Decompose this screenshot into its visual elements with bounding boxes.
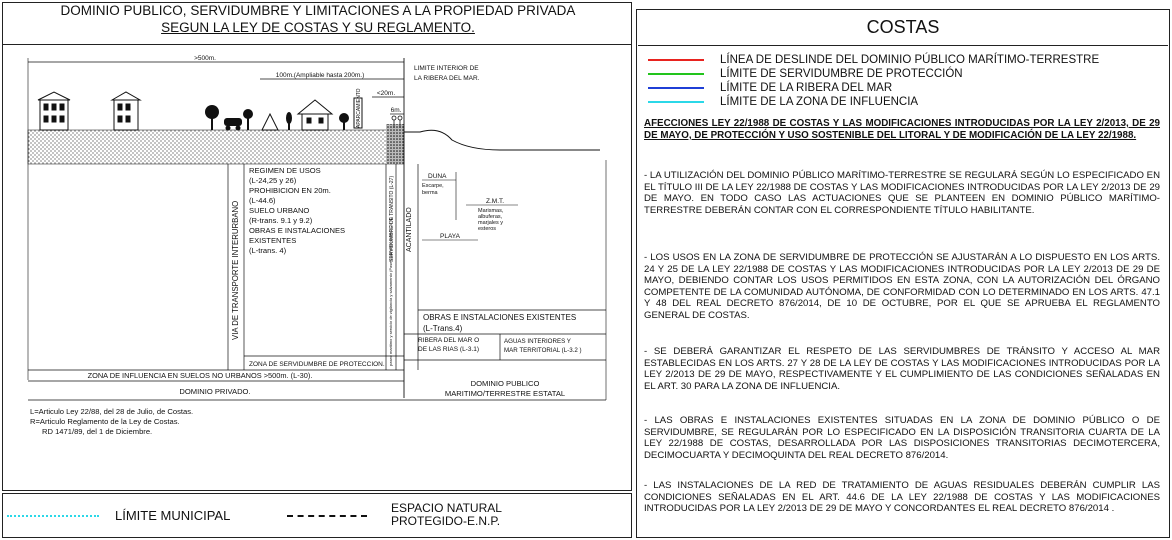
regimen-line: (R-trans. 9.1 y 9.2) bbox=[249, 216, 313, 225]
marismas-line: Marismas, bbox=[478, 208, 504, 214]
zona-influencia-label: ZONA DE INFLUENCIA EN SUELOS NO URBANOS … bbox=[88, 371, 313, 380]
tree-icon bbox=[243, 109, 253, 130]
municipal-label: LÍMITE MUNICIPAL bbox=[115, 508, 231, 523]
enp-line: PROTEGIDO-E.N.P. bbox=[391, 514, 501, 528]
enp-line-swatch bbox=[287, 515, 367, 517]
left-panel bbox=[2, 2, 632, 491]
legend-row-servidumbre: LÍMITE DE SERVIDUMBRE DE PROTECCIÓN bbox=[648, 68, 963, 80]
zona-servidumbre-label: ZONA DE SERVIDUMBRE DE PROTECCION. bbox=[249, 361, 385, 368]
zmt-label: Z.M.T. bbox=[486, 198, 504, 205]
regimen-line: OBRAS E INSTALACIONES bbox=[249, 226, 345, 235]
paseo-label: paseo maritimo y servicio de vigilancia … bbox=[388, 217, 393, 366]
regimen-line: (L-24,25 y 26) bbox=[249, 176, 297, 185]
marismas-line: esteros bbox=[478, 226, 496, 232]
person-icon bbox=[391, 115, 403, 128]
dominio-privado-label: DOMINIO PRIVADO. bbox=[179, 387, 250, 396]
legend-row-influencia: LÍMITE DE LA ZONA DE INFLUENCIA bbox=[648, 96, 918, 108]
ground-band bbox=[27, 129, 405, 165]
paragraph: - SE DEBERÁ GARANTIZAR EL RESPETO DE LAS… bbox=[644, 346, 1160, 392]
legend-swatch bbox=[648, 86, 704, 89]
enp-label: ESPACIO NATURAL PROTEGIDO-E.N.P. bbox=[391, 502, 502, 528]
paragraph: - LA UTILIZACIÓN DEL DOMINIO PÚBLICO MAR… bbox=[644, 170, 1160, 216]
enp-line: ESPACIO NATURAL bbox=[391, 501, 502, 515]
ribera-line: RIBERA DEL MAR O bbox=[418, 337, 479, 344]
ribera-line: DE LAS RIAS (L-3.1) bbox=[418, 346, 479, 353]
obras-existentes-line: OBRAS E INSTALACIONES EXISTENTES bbox=[423, 313, 576, 322]
legend-row-deslinde: LÍNEA DE DESLINDE DEL DOMINIO PÚBLICO MA… bbox=[648, 54, 1099, 66]
left-title-line1: DOMINIO PUBLICO, SERVIDUMBRE Y LIMITACIO… bbox=[60, 3, 576, 18]
dim-100: 100m.(Ampliable hasta 200m.) bbox=[276, 72, 365, 79]
regimen-line: SUELO URBANO bbox=[249, 206, 309, 215]
escarpe-line: Escarpe, bbox=[422, 183, 444, 189]
footnote: L=Articulo Ley 22/88, del 28 de Julio, d… bbox=[30, 407, 194, 416]
tree-icon bbox=[339, 113, 349, 130]
bottom-legend: LÍMITE MUNICIPAL ESPACIO NATURAL PROTEGI… bbox=[2, 493, 632, 538]
legend-swatch bbox=[648, 58, 704, 61]
legend-label: LÍMITE DE LA RIBERA DEL MAR bbox=[720, 82, 893, 94]
dim-6: 6m. bbox=[391, 107, 402, 114]
acantilado-label: ACANTILADO bbox=[406, 207, 413, 252]
regimen-line: EXISTENTES bbox=[249, 236, 296, 245]
left-title-divider bbox=[2, 44, 632, 45]
limite-interior-1: LIMITE INTERIOR DE bbox=[414, 65, 479, 72]
aguas-line: AGUAS INTERIORES Y bbox=[504, 338, 571, 345]
left-title-line2: SEGUN LA LEY DE COSTAS Y SU REGLAMENTO. bbox=[161, 20, 475, 35]
car-icon bbox=[224, 118, 242, 131]
regimen-line: PROHIBICION EN 20m. bbox=[249, 186, 331, 195]
afecciones-heading: AFECCIONES LEY 22/1988 DE COSTAS Y LAS M… bbox=[644, 118, 1160, 141]
escarpe-line: berma bbox=[422, 190, 439, 196]
marismas-line: marjales y bbox=[478, 220, 503, 226]
footnote: RD 1471/89, del 1 de Diciembre. bbox=[42, 427, 153, 436]
right-panel bbox=[636, 9, 1170, 538]
dim-500: >500m. bbox=[194, 55, 216, 62]
paragraph: - LAS INSTALACIONES DE LA RED DE TRATAMI… bbox=[644, 480, 1160, 515]
duna-label: DUNA bbox=[428, 173, 447, 180]
footnote: R=Articulo Reglamento de la Ley de Costa… bbox=[30, 417, 180, 426]
sign-icon bbox=[353, 97, 363, 129]
house-icon bbox=[296, 99, 334, 131]
legend-label: LÍMITE DE LA ZONA DE INFLUENCIA bbox=[720, 96, 919, 108]
building-icon bbox=[110, 91, 142, 131]
dominio-publico-line: DOMINIO PUBLICO bbox=[471, 379, 540, 388]
limite-interior-2: LA RIBERA DEL MAR. bbox=[414, 75, 480, 82]
dominio-publico-line: MARITIMO/TERRESTRE ESTATAL bbox=[445, 389, 565, 398]
dim-20: <20m. bbox=[377, 90, 395, 97]
municipal-line-swatch bbox=[7, 515, 99, 517]
legend-row-ribera: LÍMITE DE LA RIBERA DEL MAR bbox=[648, 82, 892, 94]
playa-label: PLAYA bbox=[440, 233, 461, 240]
tree-icon bbox=[205, 105, 219, 130]
legend-swatch bbox=[648, 100, 704, 103]
legend-swatch bbox=[648, 72, 704, 75]
via-label: VIA DE TRANSPORTE INTERURBANO bbox=[231, 201, 240, 340]
obras-existentes-line: (L-Trans.4) bbox=[423, 324, 463, 333]
paragraph: - LOS USOS EN LA ZONA DE SERVIDUMBRE DE … bbox=[644, 252, 1160, 321]
regimen-line: (L-trans. 4) bbox=[249, 246, 287, 255]
legend-label: LÍNEA DE DESLINDE DEL DOMINIO PÚBLICO MA… bbox=[720, 54, 1100, 66]
legend-label: LÍMITE DE SERVIDUMBRE DE PROTECCIÓN bbox=[720, 68, 963, 80]
aparcamiento-label: APARCAMIENTO bbox=[356, 88, 362, 128]
cliff-band bbox=[386, 124, 404, 164]
coastal-section-diagram: >500m. 100m.(Ampliable hasta 200m.) <20m… bbox=[27, 55, 607, 401]
marismas-line: albuferas, bbox=[478, 214, 503, 220]
paragraph: - LAS OBRAS E INSTALACIONES EXISTENTES S… bbox=[644, 415, 1160, 461]
servidumbre-transito-label: SERVIDUMBRE DE TRANSITO (L-27) bbox=[389, 176, 395, 262]
right-title: COSTAS bbox=[638, 9, 1168, 46]
footnotes: L=Articulo Ley 22/88, del 28 de Julio, d… bbox=[30, 407, 193, 437]
aguas-line: MAR TERRITORIAL (L-3.2 ) bbox=[504, 347, 582, 354]
tree-icon bbox=[286, 112, 292, 130]
regimen-line: REGIMEN DE USOS bbox=[249, 166, 321, 175]
coast-profile bbox=[404, 129, 600, 151]
tent-icon bbox=[261, 112, 279, 131]
left-title: DOMINIO PUBLICO, SERVIDUMBRE Y LIMITACIO… bbox=[4, 2, 632, 44]
regimen-line: (L-44.6) bbox=[249, 196, 276, 205]
building-icon bbox=[37, 91, 71, 131]
